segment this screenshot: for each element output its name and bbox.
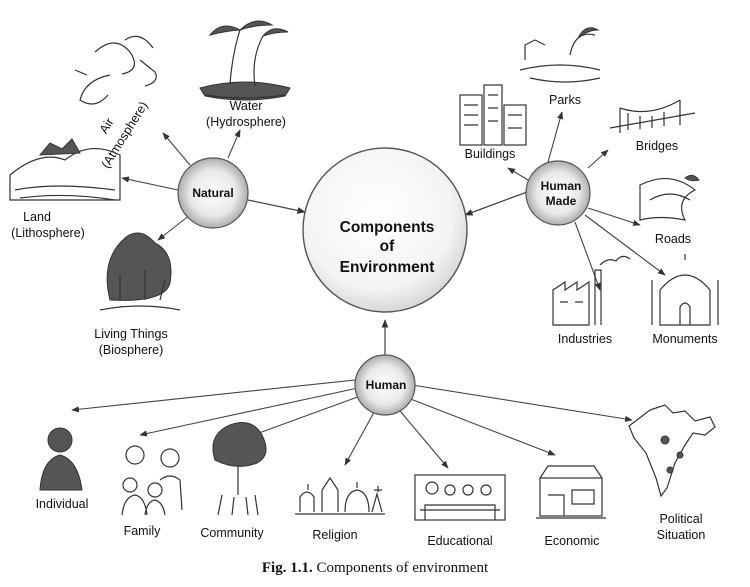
hub-natural-circle <box>177 157 249 229</box>
hub-human-made: Human Made <box>525 160 591 226</box>
building-icon <box>459 84 527 146</box>
living-things-label-line1: Living Things <box>94 327 167 341</box>
arrow-buildings <box>507 167 529 181</box>
hub-human-circle <box>354 354 416 416</box>
hub-human-made-line1: Human <box>541 179 582 193</box>
human-arrows <box>71 379 633 469</box>
item-individual: Individual <box>36 427 89 511</box>
arrow-economic <box>407 397 556 456</box>
person-icon <box>39 427 83 491</box>
arrow-air <box>162 132 191 166</box>
hub-natural: Natural <box>177 157 249 229</box>
arrow-land <box>121 176 179 191</box>
air-label-line1: Air <box>97 116 117 136</box>
item-educational: Educational <box>414 474 506 548</box>
education-icon <box>414 474 506 521</box>
center-title-line1: Components <box>340 219 435 236</box>
item-roads: Roads <box>639 174 700 246</box>
individual-label: Individual <box>36 497 89 511</box>
political-label-line1: Political <box>659 512 702 526</box>
item-parks: Parks <box>519 27 601 107</box>
water-label-line1: Water <box>230 99 263 113</box>
community-label: Community <box>200 526 264 540</box>
arrow-political <box>411 384 633 422</box>
parks-label: Parks <box>549 93 581 107</box>
item-buildings: Buildings <box>459 84 527 161</box>
family-icon <box>121 445 183 516</box>
industries-label: Industries <box>558 332 612 346</box>
industry-icon <box>552 255 631 326</box>
center-node: Components of Environment <box>302 147 468 313</box>
water-icon <box>199 20 291 101</box>
land-label-line2: (Lithosphere) <box>11 226 85 240</box>
hub-human-label: Human <box>366 378 407 392</box>
item-land: Land (Lithosphere) <box>9 138 121 240</box>
natural-arrows <box>121 129 241 241</box>
arrow-educational <box>394 404 449 469</box>
connector-natural <box>247 199 306 214</box>
land-icon <box>9 138 121 201</box>
arrow-religion <box>344 404 379 466</box>
political-label-line2: Situation <box>657 528 706 542</box>
item-community: Community <box>200 422 267 540</box>
india-map-icon <box>628 404 716 498</box>
arrow-individual <box>71 379 356 413</box>
arrow-roads <box>587 207 641 226</box>
item-bridges: Bridges <box>609 99 696 153</box>
arrow-water <box>227 129 241 159</box>
religion-icon <box>295 476 385 515</box>
hub-natural-label: Natural <box>192 186 233 200</box>
buildings-label: Buildings <box>465 147 516 161</box>
connector-human-made <box>464 191 528 216</box>
living-things-label-line2: (Biosphere) <box>99 343 164 357</box>
economic-label: Economic <box>545 534 600 548</box>
monuments-label: Monuments <box>652 332 717 346</box>
hub-human: Human <box>354 354 416 416</box>
center-title-line3: Environment <box>340 259 435 276</box>
bridges-label: Bridges <box>636 139 678 153</box>
center-circle <box>302 147 468 313</box>
figure-number: Fig. 1.1. <box>261 560 313 576</box>
arrow-family <box>139 387 359 437</box>
park-icon <box>519 27 601 83</box>
economic-icon <box>536 465 606 519</box>
arrow-bridges <box>587 149 609 169</box>
item-economic: Economic <box>536 465 606 548</box>
figure-caption: Fig. 1.1. Components of environment <box>0 560 750 577</box>
water-label-line2: (Hydrosphere) <box>206 115 286 129</box>
road-icon <box>639 174 700 221</box>
roads-label: Roads <box>655 232 691 246</box>
arrow-community <box>247 394 364 438</box>
components-diagram: Components of Environment Natural Human … <box>9 20 719 548</box>
item-living-things: Living Things (Biosphere) <box>94 232 181 357</box>
item-monuments: Monuments <box>651 254 719 346</box>
bridge-icon <box>609 99 696 133</box>
arrow-parks <box>547 111 564 163</box>
land-label-line1: Land <box>23 210 51 224</box>
religion-label: Religion <box>312 528 357 542</box>
item-political-situation: Political Situation <box>628 404 716 542</box>
monument-icon <box>651 254 719 326</box>
hub-human-made-line2: Made <box>546 194 577 208</box>
center-title-line2: of <box>380 238 395 255</box>
item-family: Family <box>121 445 183 538</box>
figure-caption-text: Components of environment <box>316 560 489 576</box>
item-religion: Religion <box>295 476 385 542</box>
item-water: Water (Hydrosphere) <box>199 20 291 129</box>
human-made-arrows <box>507 111 666 291</box>
educational-label: Educational <box>427 534 492 548</box>
arrow-industries <box>574 221 601 291</box>
item-industries: Industries <box>552 255 631 346</box>
center-connectors <box>247 191 528 360</box>
item-air: Air (Atmosphere) <box>74 35 157 171</box>
community-icon <box>212 422 267 516</box>
family-label: Family <box>124 524 162 538</box>
arrow-living <box>157 214 191 241</box>
air-icon <box>74 35 157 105</box>
living-things-icon <box>99 232 181 311</box>
hub-human-made-circle <box>525 160 591 226</box>
arrow-monuments <box>584 214 666 276</box>
